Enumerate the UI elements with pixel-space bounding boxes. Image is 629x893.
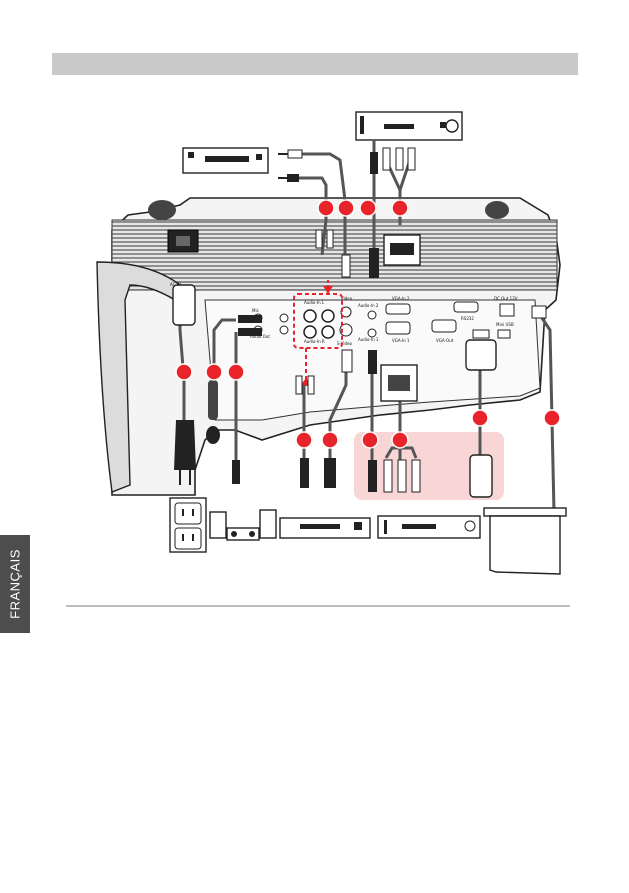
microphone-icon	[208, 380, 218, 420]
power-outlet-icon	[169, 497, 207, 553]
port-label-vga-out: VGA-Out	[436, 338, 454, 343]
language-label: FRANÇAIS	[7, 549, 23, 619]
callout-markers	[175, 199, 561, 449]
vcr-top	[355, 111, 463, 141]
section-divider	[66, 605, 570, 607]
speaker-icon	[209, 509, 277, 539]
port-label-power: AC IN	[170, 282, 181, 287]
projector	[96, 197, 561, 496]
port-label-audio-in-1: Audio-In 1	[358, 337, 379, 342]
projector-foot-icon	[148, 200, 176, 220]
port-label-audio-in-r: Audio-In R	[304, 339, 325, 344]
port-label-audio-in-l: Audio-In L	[304, 300, 325, 305]
port-label-audio-in-2: Audio-In 2	[358, 303, 379, 308]
bottom-plugs	[172, 284, 547, 498]
language-side-tab: FRANÇAIS	[0, 535, 30, 633]
dvd-player-icon	[279, 517, 371, 539]
port-label-vga-in-1: VGA-In 1	[392, 338, 410, 343]
port-label-mic: Mic	[252, 308, 259, 313]
port-label-vga-in-2: VGA-In 2	[392, 296, 410, 301]
section-header-bar	[52, 53, 578, 75]
projector-foot-icon	[485, 201, 509, 219]
port-label-svideo: S-Video	[337, 341, 353, 346]
vcr-icon	[377, 515, 481, 539]
projection-screen-icon	[483, 507, 567, 575]
top-plugs	[278, 147, 421, 278]
dvd-player-top	[182, 147, 269, 174]
amplifier-icon	[226, 527, 260, 541]
port-label-video: Video	[341, 296, 353, 301]
port-label-audio-out: Audio Out	[250, 334, 270, 339]
port-label-usb: Mini USB	[496, 322, 514, 327]
port-label-rs232: RS232	[461, 316, 474, 321]
port-label-dc-out: DC Out 12V	[494, 296, 518, 301]
